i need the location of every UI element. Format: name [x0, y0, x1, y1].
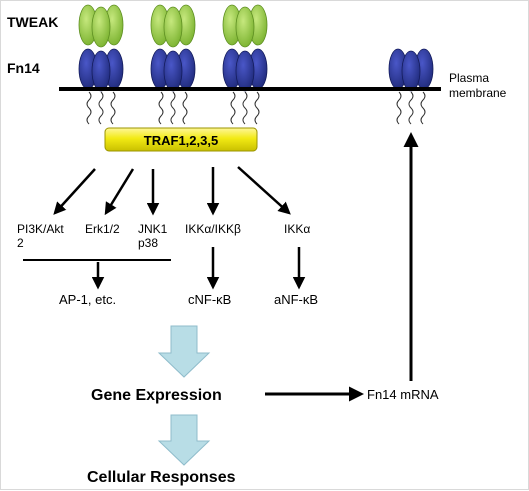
tweak-ligand-2: [150, 4, 196, 48]
arrow-to-pi3k: [53, 168, 96, 215]
pi3k-sub-label: 2: [17, 236, 24, 250]
cellular-responses-label: Cellular Responses: [87, 469, 236, 486]
fn14-tail-new: [396, 91, 426, 125]
plasma-label: Plasma: [449, 71, 489, 85]
block-arrow-to-cellular-responses: [157, 414, 211, 466]
traf-label: TRAF1,2,3,5: [144, 133, 218, 148]
fn14-label: Fn14: [7, 60, 40, 76]
fn14-receptor-1: [78, 48, 124, 92]
tweak-ligand-1: [78, 4, 124, 48]
tweak-label: TWEAK: [7, 14, 58, 30]
fn14-receptor-new: [388, 48, 434, 92]
gene-expression-label: Gene Expression: [91, 387, 222, 404]
fn14-tail-1: [86, 91, 116, 125]
fn14-tail-3: [230, 91, 260, 125]
anfkb-label: aNF-κB: [274, 292, 318, 307]
membrane-label: membrane: [449, 86, 507, 100]
arrow-to-erk: [104, 168, 135, 216]
fn14-mrna-label: Fn14 mRNA: [367, 387, 439, 402]
traf-box: [104, 127, 258, 152]
p38-label: p38: [138, 236, 158, 250]
fn14-receptor-2: [150, 48, 196, 92]
erk-label: Erk1/2: [85, 222, 120, 236]
tweak-ligand-3: [222, 4, 268, 48]
block-arrow-to-gene-expression: [157, 325, 211, 378]
ap1-label: AP-1, etc.: [59, 292, 116, 307]
ikkab-label: IKKα/IKKβ: [185, 222, 241, 236]
ikka-label: IKKα: [284, 222, 310, 236]
cnfkb-label: cNF-κB: [188, 292, 231, 307]
jnk-label: JNK1: [138, 222, 168, 236]
fn14-receptor-3: [222, 48, 268, 92]
pi3k-label: PI3K/Akt: [17, 222, 64, 236]
fn14-tail-2: [158, 91, 188, 125]
arrow-to-ikka: [237, 166, 291, 215]
